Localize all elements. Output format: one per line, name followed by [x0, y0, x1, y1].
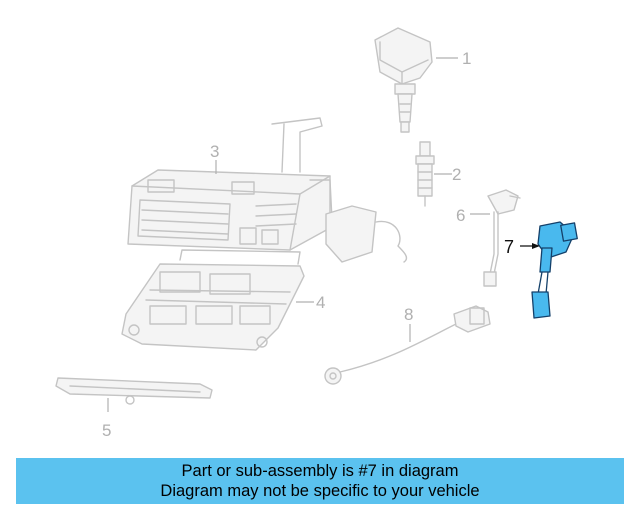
part-sensor-7-highlighted[interactable] [531, 221, 578, 319]
callout-5: 5 [102, 421, 111, 440]
parts-diagram: 1 2 3 [55, 27, 578, 440]
part-ignition-coil[interactable] [374, 27, 433, 133]
callout-7: 7 [504, 237, 514, 257]
callout-3: 3 [210, 142, 219, 161]
part-spark-plug[interactable] [415, 141, 435, 207]
callout-2: 2 [452, 165, 461, 184]
callout-6: 6 [456, 206, 465, 225]
part-trim-rail[interactable] [55, 377, 213, 405]
callout-8: 8 [404, 305, 413, 324]
part-mounting-tray[interactable] [121, 249, 305, 351]
callout-4: 4 [316, 293, 325, 312]
callout-arrow-7 [532, 243, 540, 249]
part-knock-sensor[interactable] [324, 305, 491, 385]
banner-line-2: Diagram may not be specific to your vehi… [160, 482, 480, 500]
part-sensor-6[interactable] [483, 189, 521, 287]
info-banner: Part or sub-assembly is #7 in diagram Di… [16, 458, 624, 504]
callout-1: 1 [462, 49, 471, 68]
banner-line-1: Part or sub-assembly is #7 in diagram [181, 462, 459, 480]
part-engine-control-module[interactable] [127, 117, 408, 263]
